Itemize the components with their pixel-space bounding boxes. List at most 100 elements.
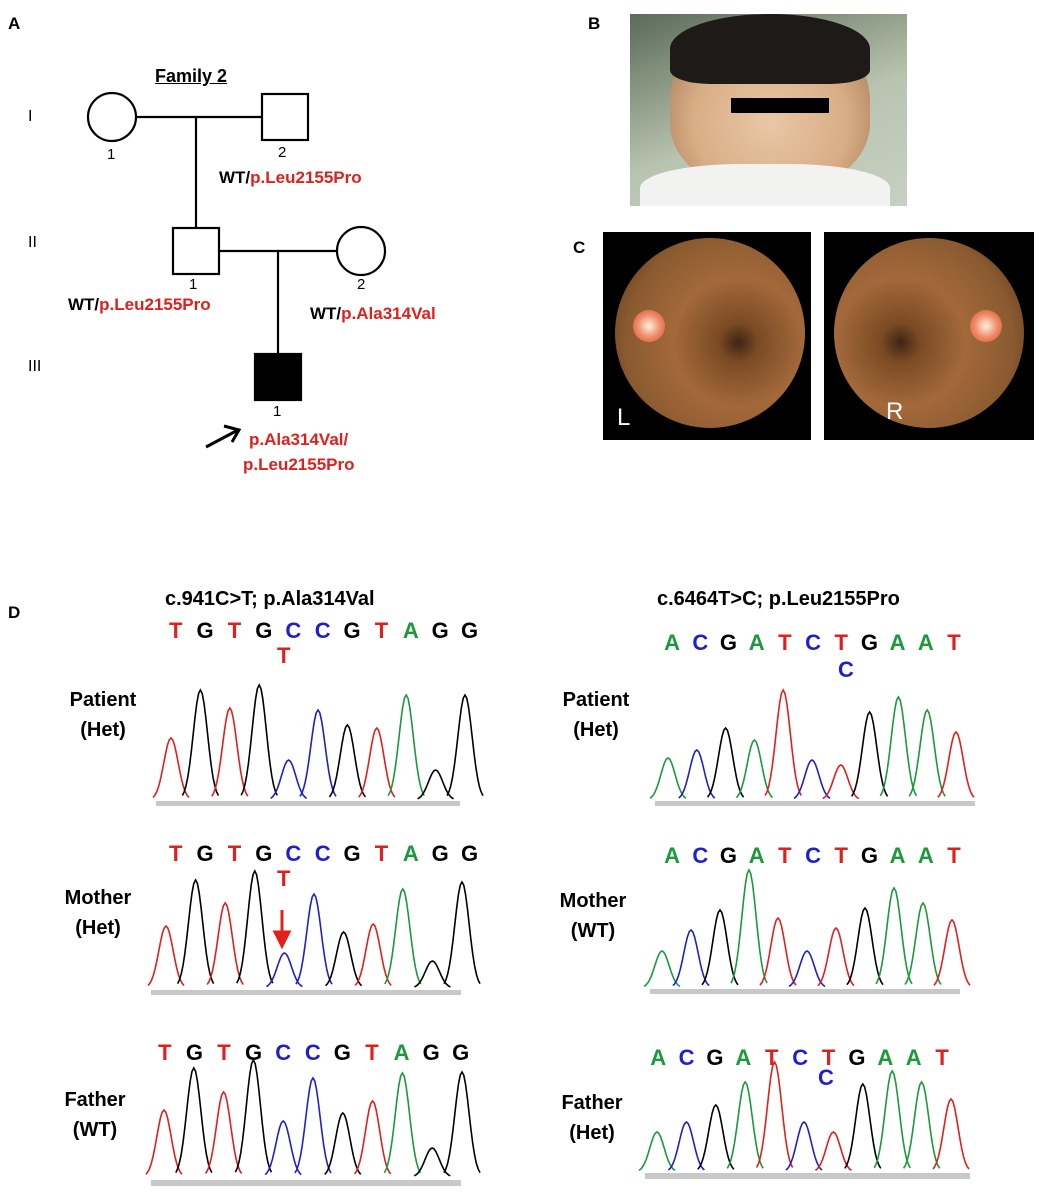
row-label-left-father: Father(WT) (64, 1089, 126, 1141)
base-letter: G (333, 1040, 351, 1065)
trace-peak-left-mother (443, 880, 481, 985)
trace-peak-right-father (814, 1131, 852, 1172)
base-letter: A (402, 618, 419, 643)
trace-peak-left-father (175, 1066, 213, 1173)
base-letter: C (692, 630, 709, 655)
trace-peak-left-mother (354, 922, 392, 986)
row-label-right-patient: Patient(Het) (562, 689, 630, 741)
trace-peak-left-patient (358, 726, 396, 798)
trace-peak-left-patient (417, 769, 454, 800)
base-letter: G (461, 841, 479, 866)
trace-peak-right-father (902, 1080, 941, 1169)
base-letter: T (821, 1045, 836, 1070)
trace-peak-right-mother (701, 908, 739, 986)
base-letter: A (889, 843, 906, 868)
trace-peak-right-father (697, 1103, 735, 1170)
generation-label-III: III (28, 358, 42, 375)
variant-title-left: c.941C>T; p.Ala314Val (165, 588, 375, 610)
base-letter: T (834, 843, 848, 868)
panel-label-b: B (588, 14, 601, 33)
base-letter: T (168, 618, 183, 643)
base-letter: T (168, 841, 183, 866)
base-letter: G (860, 843, 878, 868)
base-letter: C (285, 618, 302, 643)
fundus-label-right: R (886, 398, 904, 425)
trace-peak-right-patient (879, 695, 918, 797)
genotype-I2: WT/p.Leu2155Pro (219, 168, 362, 187)
base-letter: G (422, 1040, 440, 1065)
base-letter: A (889, 630, 906, 655)
trace-peak-right-mother (846, 906, 884, 986)
trace-peak-left-father (413, 1147, 451, 1177)
base-letter: A (735, 1045, 752, 1070)
base-letter: T (765, 1045, 779, 1070)
individual-number-II2: 2 (357, 276, 366, 293)
trace-peak-right-mother (788, 950, 826, 988)
genotype-II2: WT/p.Ala314Val (310, 304, 436, 323)
trace-peak-right-mother (875, 886, 913, 985)
base-letter: T (778, 843, 792, 868)
trace-peak-left-patient (446, 693, 484, 797)
base-letter: G (255, 618, 273, 643)
base-letter: C (314, 618, 331, 643)
trace-peak-left-mother (384, 887, 422, 985)
trace-peak-right-father (726, 1080, 764, 1169)
trace-peak-left-father (204, 1090, 243, 1174)
trace-peak-left-mother (325, 930, 363, 987)
trace-peak-right-mother (904, 901, 942, 985)
trace-peak-right-father (932, 1097, 970, 1170)
variant-arrow-icon (272, 910, 292, 950)
base-letter: A (748, 843, 765, 868)
base-letter: T (374, 841, 389, 866)
alt-base-right-patient: C (838, 657, 854, 682)
trace-peak-left-patient (299, 708, 337, 797)
base-letter: T (158, 1040, 172, 1065)
trace-peak-right-patient (649, 757, 687, 799)
individual-number-I1: 1 (107, 146, 116, 163)
base-letter: G (196, 841, 214, 866)
fundus-image-left: L (603, 232, 811, 440)
base-letter: T (947, 630, 961, 655)
alt-base-right-father: C (818, 1065, 834, 1090)
genotype-II1: WT/p.Leu2155Pro (68, 295, 211, 314)
trace-peak-left-father (264, 1119, 302, 1176)
base-letter: T (834, 630, 848, 655)
base-letter: G (343, 618, 361, 643)
individual-number-I2: 2 (278, 144, 287, 161)
base-letter: C (805, 630, 821, 655)
pedigree-female-I1 (86, 91, 138, 143)
trace-peak-right-mother (672, 928, 710, 987)
base-letter: A (664, 843, 681, 868)
trace-peak-left-patient (270, 759, 308, 800)
pedigree-male-II1 (171, 226, 221, 276)
base-letter: T (227, 618, 242, 643)
base-letter: C (692, 843, 709, 868)
trace-peak-right-patient (908, 708, 946, 797)
row-label-left-mother: Mother(Het) (64, 887, 132, 939)
trace-peak-left-mother (265, 952, 303, 988)
fundus-label-left: L (617, 404, 631, 431)
trace-peak-right-father (638, 1131, 676, 1172)
base-letter: C (285, 841, 302, 866)
pedigree-male-I2 (260, 92, 310, 142)
base-letter: G (196, 618, 214, 643)
base-letter: G (431, 841, 449, 866)
base-letter: A (664, 630, 681, 655)
trace-peak-right-patient (764, 688, 802, 796)
pedigree-title: Family 2 (155, 66, 228, 86)
trace-peak-left-father (443, 1070, 481, 1174)
trace-peak-right-mother (933, 918, 971, 986)
base-letter: T (778, 630, 792, 655)
trace-peak-right-patient (678, 748, 716, 799)
trace-peak-left-mother (236, 869, 274, 984)
trace-peak-left-mother (176, 878, 215, 984)
trace-peak-left-mother (295, 892, 333, 985)
trace-peak-right-patient (793, 759, 831, 800)
base-letter: C (314, 841, 331, 866)
trace-peak-left-patient (240, 683, 278, 796)
generation-label-II: II (28, 234, 37, 251)
trace-peak-right-father (785, 1120, 823, 1171)
